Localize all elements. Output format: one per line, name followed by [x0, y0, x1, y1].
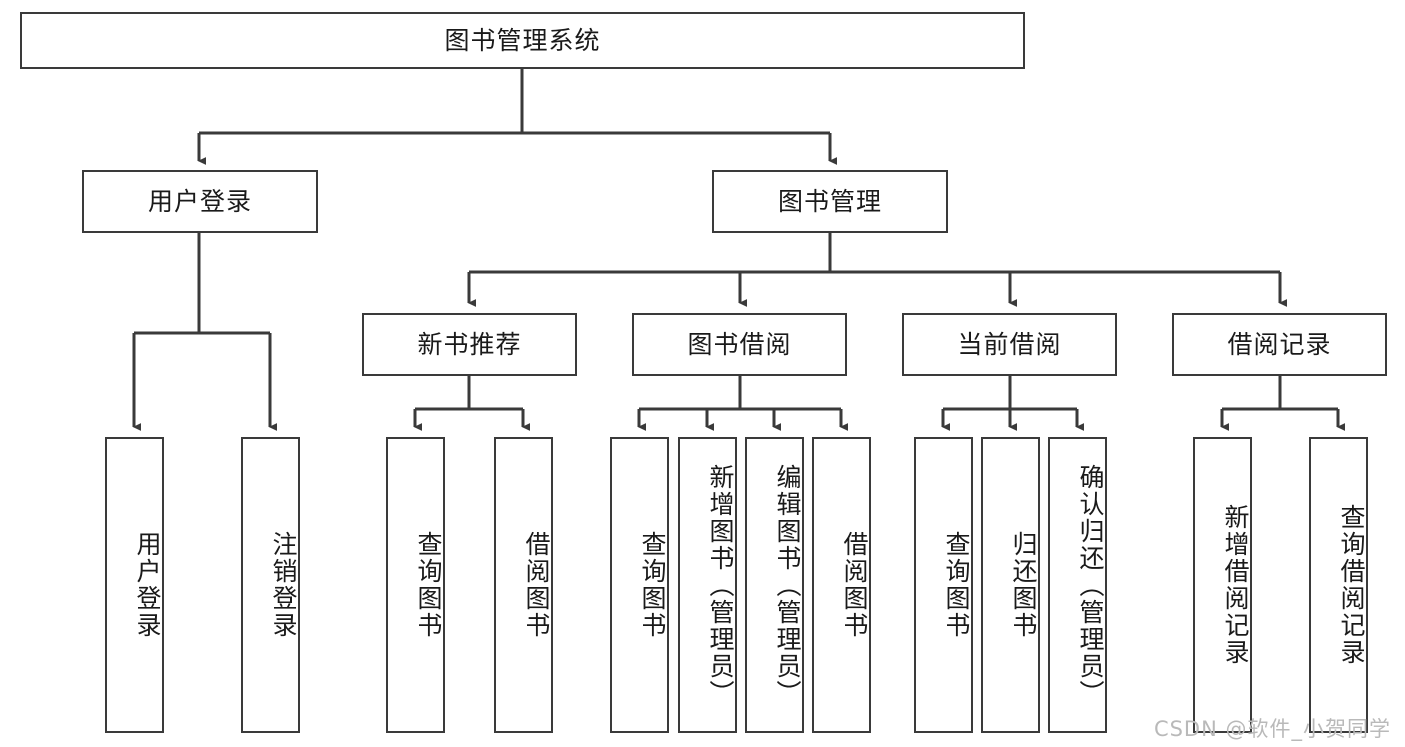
- node-label: 查询图书: [414, 531, 443, 639]
- node-label: 借阅图书: [522, 531, 551, 639]
- node-label: 用户登录: [133, 531, 162, 639]
- leaf-query-book-recommend[interactable]: 查询图书: [386, 437, 445, 733]
- node-label: 图书管理系统: [444, 25, 601, 55]
- node-label: 查询借阅记录: [1337, 504, 1366, 666]
- node-label: 用户登录: [147, 186, 252, 216]
- node-label: 归还图书: [1009, 531, 1038, 639]
- node-current-borrow[interactable]: 当前借阅: [902, 313, 1117, 376]
- node-new-book-recommend[interactable]: 新书推荐: [362, 313, 577, 376]
- node-label: 图书借阅: [687, 329, 792, 359]
- leaf-edit-book[interactable]: 编辑图书（管理员）: [745, 437, 804, 733]
- node-label: 借阅图书: [840, 531, 869, 639]
- leaf-query-borrow-record[interactable]: 查询借阅记录: [1309, 437, 1368, 733]
- node-label: 注销登录: [269, 531, 298, 639]
- leaf-confirm-return[interactable]: 确认归还（管理员）: [1048, 437, 1107, 733]
- leaf-return-book[interactable]: 归还图书: [981, 437, 1040, 733]
- leaf-add-borrow-record[interactable]: 新增借阅记录: [1193, 437, 1252, 733]
- node-book-borrow[interactable]: 图书借阅: [632, 313, 847, 376]
- node-label: 借阅记录: [1227, 329, 1332, 359]
- node-label: 编辑图书（管理员）: [773, 463, 802, 707]
- leaf-borrow-book[interactable]: 借阅图书: [812, 437, 871, 733]
- node-book-management[interactable]: 图书管理: [712, 170, 948, 233]
- node-label: 确认归还（管理员）: [1076, 463, 1105, 707]
- leaf-user-logout[interactable]: 注销登录: [241, 437, 300, 733]
- node-label: 查询图书: [638, 531, 667, 639]
- leaf-borrow-book-recommend[interactable]: 借阅图书: [494, 437, 553, 733]
- leaf-query-book-current[interactable]: 查询图书: [914, 437, 973, 733]
- leaf-query-book-borrow[interactable]: 查询图书: [610, 437, 669, 733]
- leaf-user-login[interactable]: 用户登录: [105, 437, 164, 733]
- node-label: 新书推荐: [417, 329, 522, 359]
- leaf-add-book[interactable]: 新增图书（管理员）: [678, 437, 737, 733]
- node-label: 图书管理: [777, 186, 882, 216]
- csdn-watermark: CSDN @软件_小贺同学: [1153, 717, 1391, 741]
- node-root-system[interactable]: 图书管理系统: [20, 12, 1025, 69]
- node-label: 当前借阅: [957, 329, 1062, 359]
- node-user-login[interactable]: 用户登录: [82, 170, 318, 233]
- node-label: 新增图书（管理员）: [706, 463, 735, 707]
- node-label: 新增借阅记录: [1221, 504, 1250, 666]
- node-borrow-record[interactable]: 借阅记录: [1172, 313, 1387, 376]
- node-label: 查询图书: [942, 531, 971, 639]
